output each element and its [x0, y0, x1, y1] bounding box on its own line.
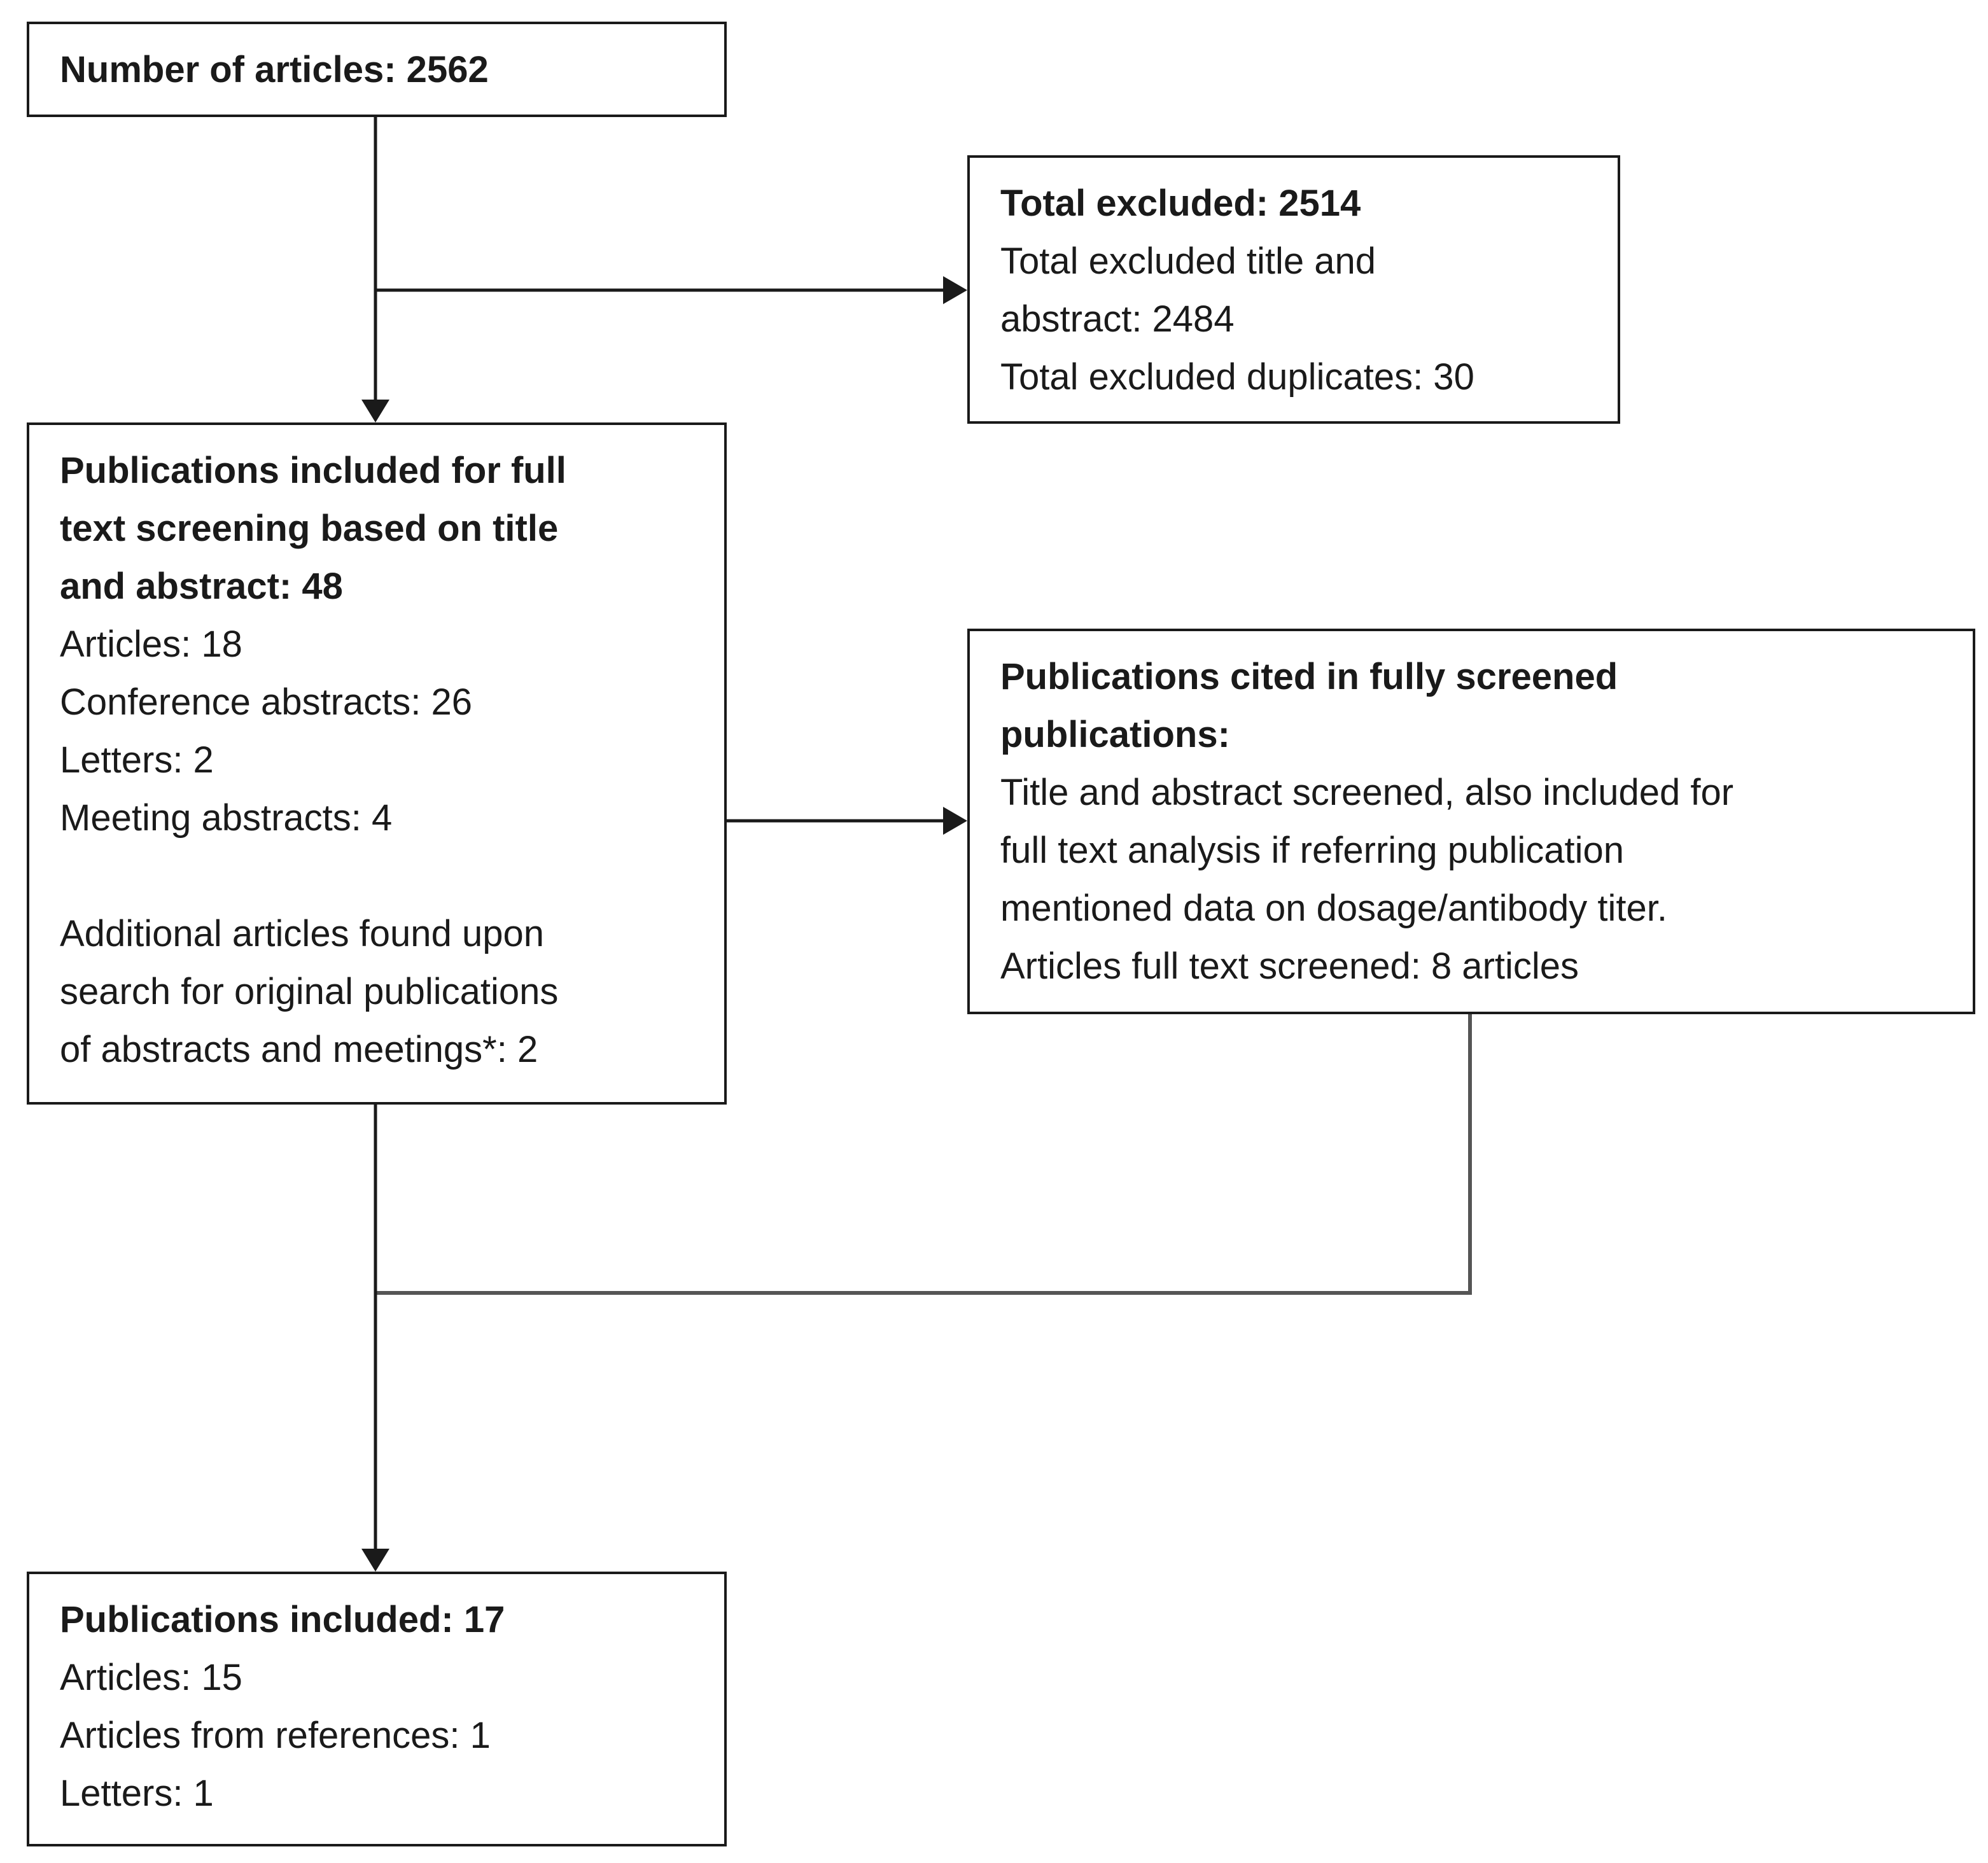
box-fulltext-title: Publications included for full — [60, 450, 566, 491]
box-start-title: Number of articles: 2562 — [60, 49, 489, 90]
box-cited-line: Articles full text screened: 8 articles — [1000, 945, 1579, 987]
box-fulltext-line: Conference abstracts: 26 — [60, 681, 473, 723]
box-total-excluded: Total excluded: 2514 Total excluded titl… — [967, 155, 1620, 424]
box-included-title: Publications included: 17 — [60, 1599, 505, 1640]
box-fulltext-line: Meeting abstracts: 4 — [60, 797, 393, 839]
box-publications-included: Publications included: 17 Articles: 15 A… — [27, 1572, 727, 1846]
arrowhead-to-excluded — [943, 276, 967, 304]
box-publications-cited: Publications cited in fully screened pub… — [967, 629, 1975, 1014]
box-cited-line: full text analysis if referring publicat… — [1000, 830, 1625, 871]
arrowhead-to-cited — [943, 807, 967, 835]
box-included-line: Letters: 1 — [60, 1773, 214, 1814]
box-fulltext-spacer — [60, 847, 694, 905]
box-number-of-articles: Number of articles: 2562 — [27, 22, 727, 117]
box-excluded-line: abstract: 2484 — [1000, 298, 1235, 340]
box-excluded-line: Total excluded title and — [1000, 241, 1376, 282]
box-cited-line: Title and abstract screened, also includ… — [1000, 772, 1734, 813]
box-full-text-screening: Publications included for full text scre… — [27, 422, 727, 1105]
box-included-line: Articles from references: 1 — [60, 1715, 491, 1756]
box-cited-title: publications: — [1000, 714, 1230, 755]
box-fulltext-title: text screening based on title — [60, 508, 559, 549]
box-fulltext-additional-line: Additional articles found upon — [60, 913, 544, 954]
arrowhead-to-fulltext — [361, 400, 389, 422]
arrowhead-to-included — [361, 1549, 389, 1572]
box-fulltext-line: Articles: 18 — [60, 624, 242, 665]
box-fulltext-title: and abstract: 48 — [60, 566, 343, 607]
box-excluded-title: Total excluded: 2514 — [1000, 183, 1361, 224]
box-fulltext-additional-line: of abstracts and meetings*: 2 — [60, 1029, 538, 1070]
connector-cited-merge — [375, 1014, 1472, 1295]
box-included-line: Articles: 15 — [60, 1657, 242, 1698]
box-cited-title: Publications cited in fully screened — [1000, 656, 1618, 697]
box-excluded-line: Total excluded duplicates: 30 — [1000, 356, 1474, 398]
box-fulltext-additional-line: search for original publications — [60, 971, 559, 1012]
box-fulltext-line: Letters: 2 — [60, 739, 214, 781]
box-cited-line: mentioned data on dosage/antibody titer. — [1000, 888, 1667, 929]
